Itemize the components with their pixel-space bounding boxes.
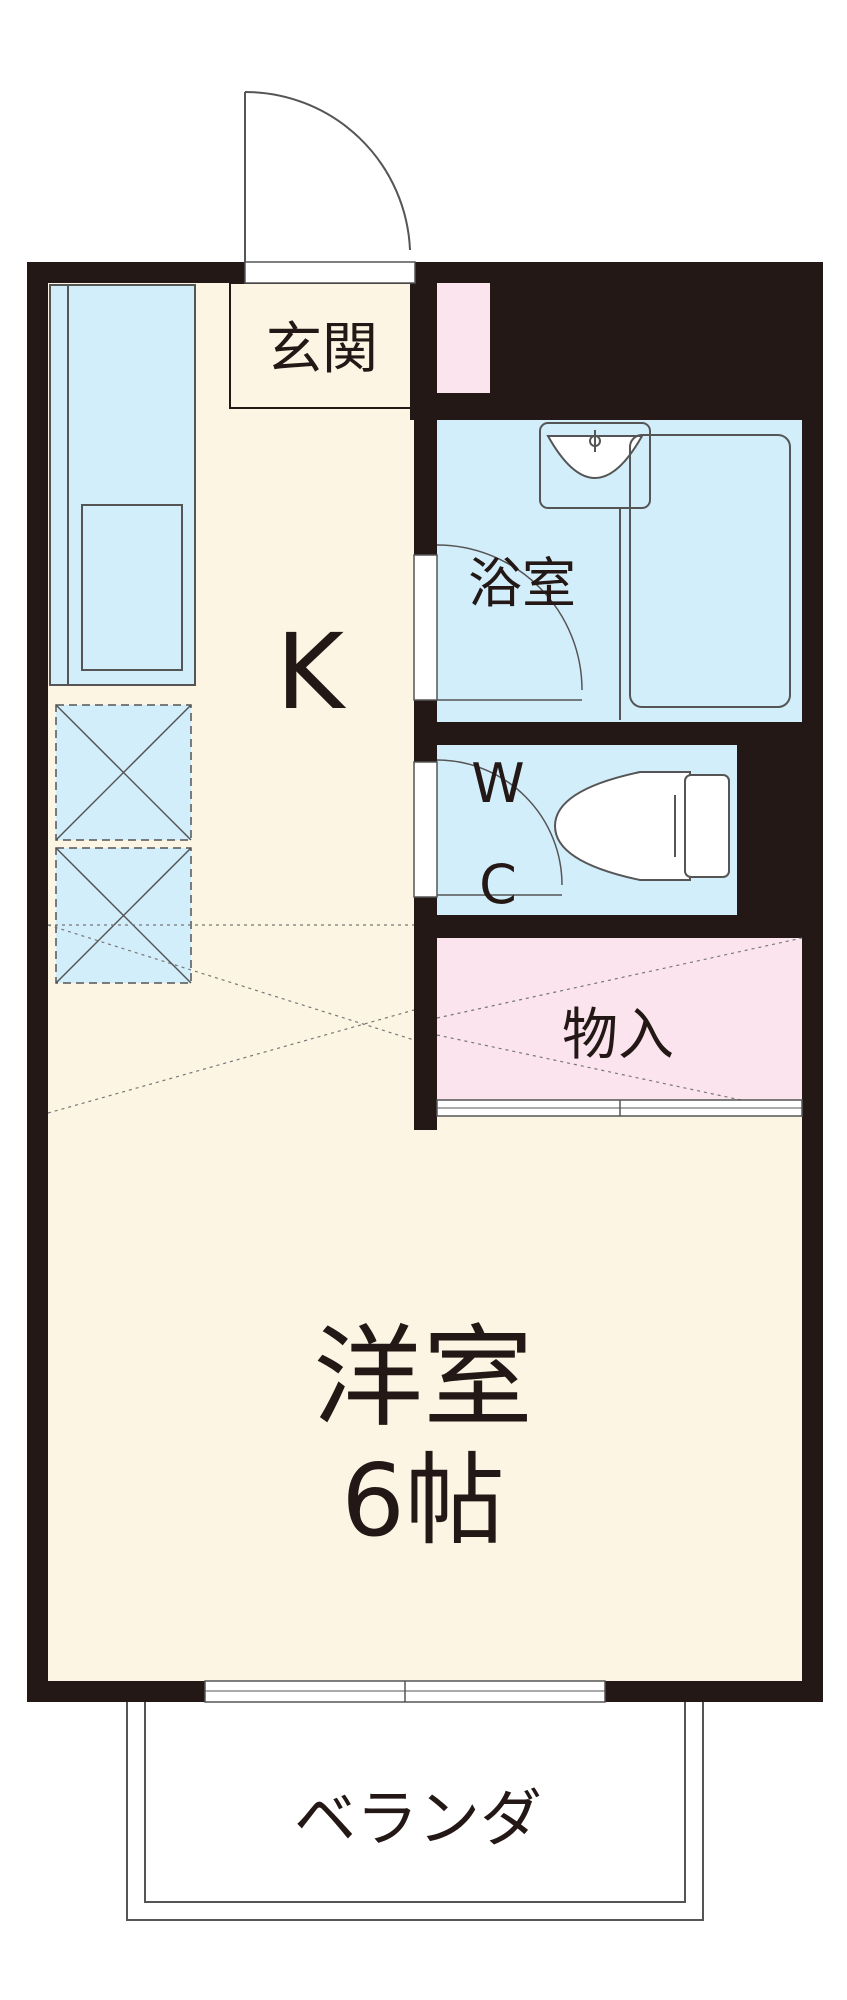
interior-door-openings [413, 554, 438, 898]
entrance-pink-strip [437, 283, 490, 393]
balcony-window [204, 1680, 606, 1703]
ceiling-lines [47, 924, 415, 1114]
front-door [244, 90, 416, 284]
wc-label-w: W [471, 752, 524, 815]
kitchen-counter [49, 284, 196, 686]
western-room-size-label: 6帖 [341, 1442, 505, 1559]
interior-walls [410, 283, 802, 1130]
veranda-label: ベランダ [294, 1782, 542, 1855]
washbasin-icon [539, 422, 651, 509]
floors [48, 283, 802, 1681]
wc-fixtures [436, 759, 730, 896]
western-room-floor [48, 1113, 802, 1681]
sink-icon [81, 504, 183, 671]
storage-details [436, 937, 803, 1117]
kitchen-cabinets [55, 704, 192, 984]
bath-label: 浴室 [468, 552, 576, 615]
bath-fixtures [436, 422, 791, 720]
bathtub-icon [629, 434, 791, 708]
storage-label: 物入 [562, 1003, 674, 1068]
door-swing-icon [244, 90, 411, 251]
western-room-label: 洋室 [313, 1314, 533, 1442]
wc-label-c: C [479, 853, 517, 916]
kitchen-label: K [276, 611, 347, 733]
toilet-icon [553, 771, 691, 881]
storage-floor [437, 938, 802, 1113]
veranda [126, 1702, 704, 1921]
entrance-label: 玄関 [266, 317, 378, 382]
